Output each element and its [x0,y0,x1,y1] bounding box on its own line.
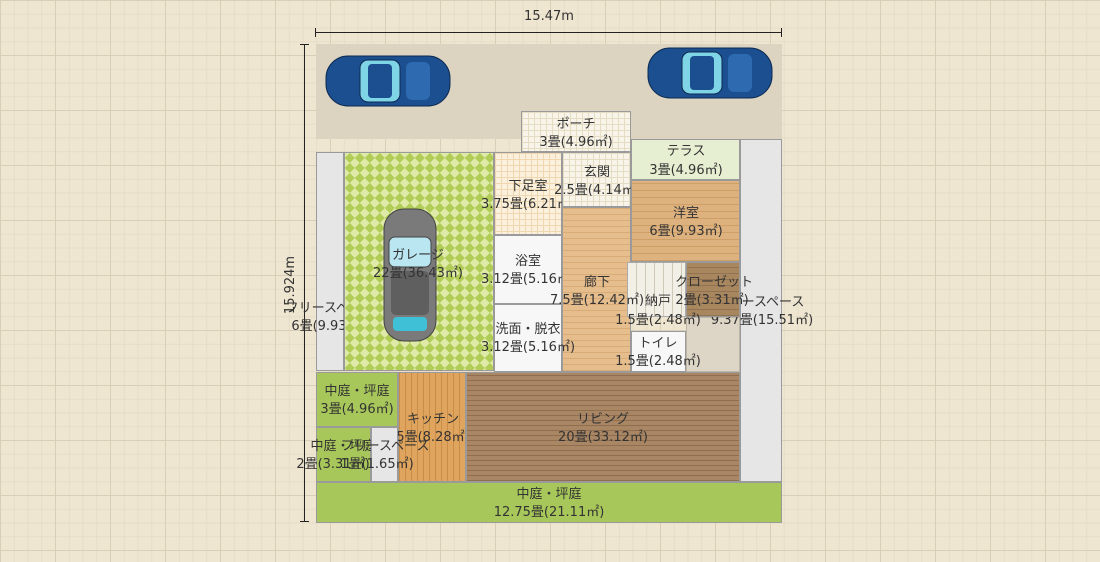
room-closet-name: クローゼット [674,275,754,290]
room-washroom-area: 3.12畳(5.16㎡) [480,340,576,355]
room-terrace[interactable] [631,139,740,180]
room-shoe-storage[interactable] [494,152,562,235]
room-washroom[interactable] [494,304,562,372]
room-living[interactable] [466,372,740,482]
height-dimension-line [304,44,305,522]
room-hallway-area: 7.5畳(12.42㎡) [549,293,645,308]
room-toilet[interactable] [631,331,686,372]
room-closet[interactable] [686,262,740,317]
room-kitchen-name: キッチン [406,412,460,427]
room-western[interactable] [631,180,740,262]
height-dimension-tick-top [300,44,309,45]
car-icon-garage [383,208,437,342]
room-kitchen[interactable] [398,372,466,482]
width-dimension-tick-left [315,28,316,37]
room-courtyard-3-area: 12.75畳(21.11㎡) [493,505,605,520]
room-western-name: 洋室 [672,206,700,221]
room-terrace-name: テラス [666,144,706,159]
room-porch-name: ポーチ [556,117,596,132]
room-kitchen-area: 5畳(8.28㎡) [396,430,470,445]
room-bathroom[interactable] [494,235,562,304]
room-garage-name: ガレージ [392,248,444,263]
room-washroom-name: 洗面・脱衣 [495,322,561,337]
room-entrance-area: 2.5畳(4.14㎡) [554,183,640,198]
room-courtyard-2-name: 中庭・坪庭 [310,439,376,454]
room-hallway[interactable] [562,207,631,372]
room-shoe-storage-name: 下足室 [508,179,548,194]
room-toilet-name: トイレ [638,336,678,351]
room-free-space-left[interactable] [316,152,344,371]
width-dimension-label: 15.47m [524,9,574,24]
room-porch-area: 3畳(4.96㎡) [539,135,613,150]
room-toilet-area: 1.5畳(2.48㎡) [615,354,701,369]
room-shoe-storage-area: 3.75畳(6.21㎡) [480,197,576,212]
room-hallway-name: 廊下 [583,275,611,290]
room-courtyard-3-name: 中庭・坪庭 [516,487,582,502]
room-western-area: 6畳(9.93㎡) [649,224,723,239]
room-courtyard-1-area: 3畳(4.96㎡) [320,402,394,417]
room-garage-area: 22畳(36.43㎡) [373,266,463,281]
room-storage-area: 1.5畳(2.48㎡) [615,313,701,328]
room-courtyard-2-area: 2畳(3.31㎡) [296,457,370,472]
stairs [627,262,686,317]
room-porch[interactable] [521,111,631,152]
room-terrace-area: 3畳(4.96㎡) [649,163,723,178]
room-courtyard-2[interactable] [316,427,371,482]
room-bathroom-name: 浴室 [514,254,542,269]
room-free-space-right-inner [686,317,740,372]
room-bathroom-area: 3.12畳(5.16㎡) [480,272,576,287]
room-living-name: リビング [576,412,630,427]
room-courtyard-1[interactable] [316,372,398,427]
room-free-space-small-name: フリースペース [340,439,430,454]
car-icon-left [325,55,451,107]
room-courtyard-3[interactable] [316,482,782,523]
room-free-space-small[interactable] [371,427,398,482]
room-courtyard-1-name: 中庭・坪庭 [324,384,390,399]
room-entrance[interactable] [562,152,631,207]
room-free-space-small-area: 1畳(1.65㎡) [340,457,414,472]
room-living-area: 20畳(33.12㎡) [558,430,648,445]
width-dimension-line [316,32,782,33]
width-dimension-tick-right [781,28,782,37]
height-dimension-tick-bottom [300,521,309,522]
room-storage-name: 納戸 [644,294,672,309]
car-icon-right [647,47,773,99]
room-closet-area: 2畳(3.31㎡) [675,293,749,308]
room-entrance-name: 玄関 [583,165,611,180]
room-free-space-right[interactable] [740,139,782,482]
